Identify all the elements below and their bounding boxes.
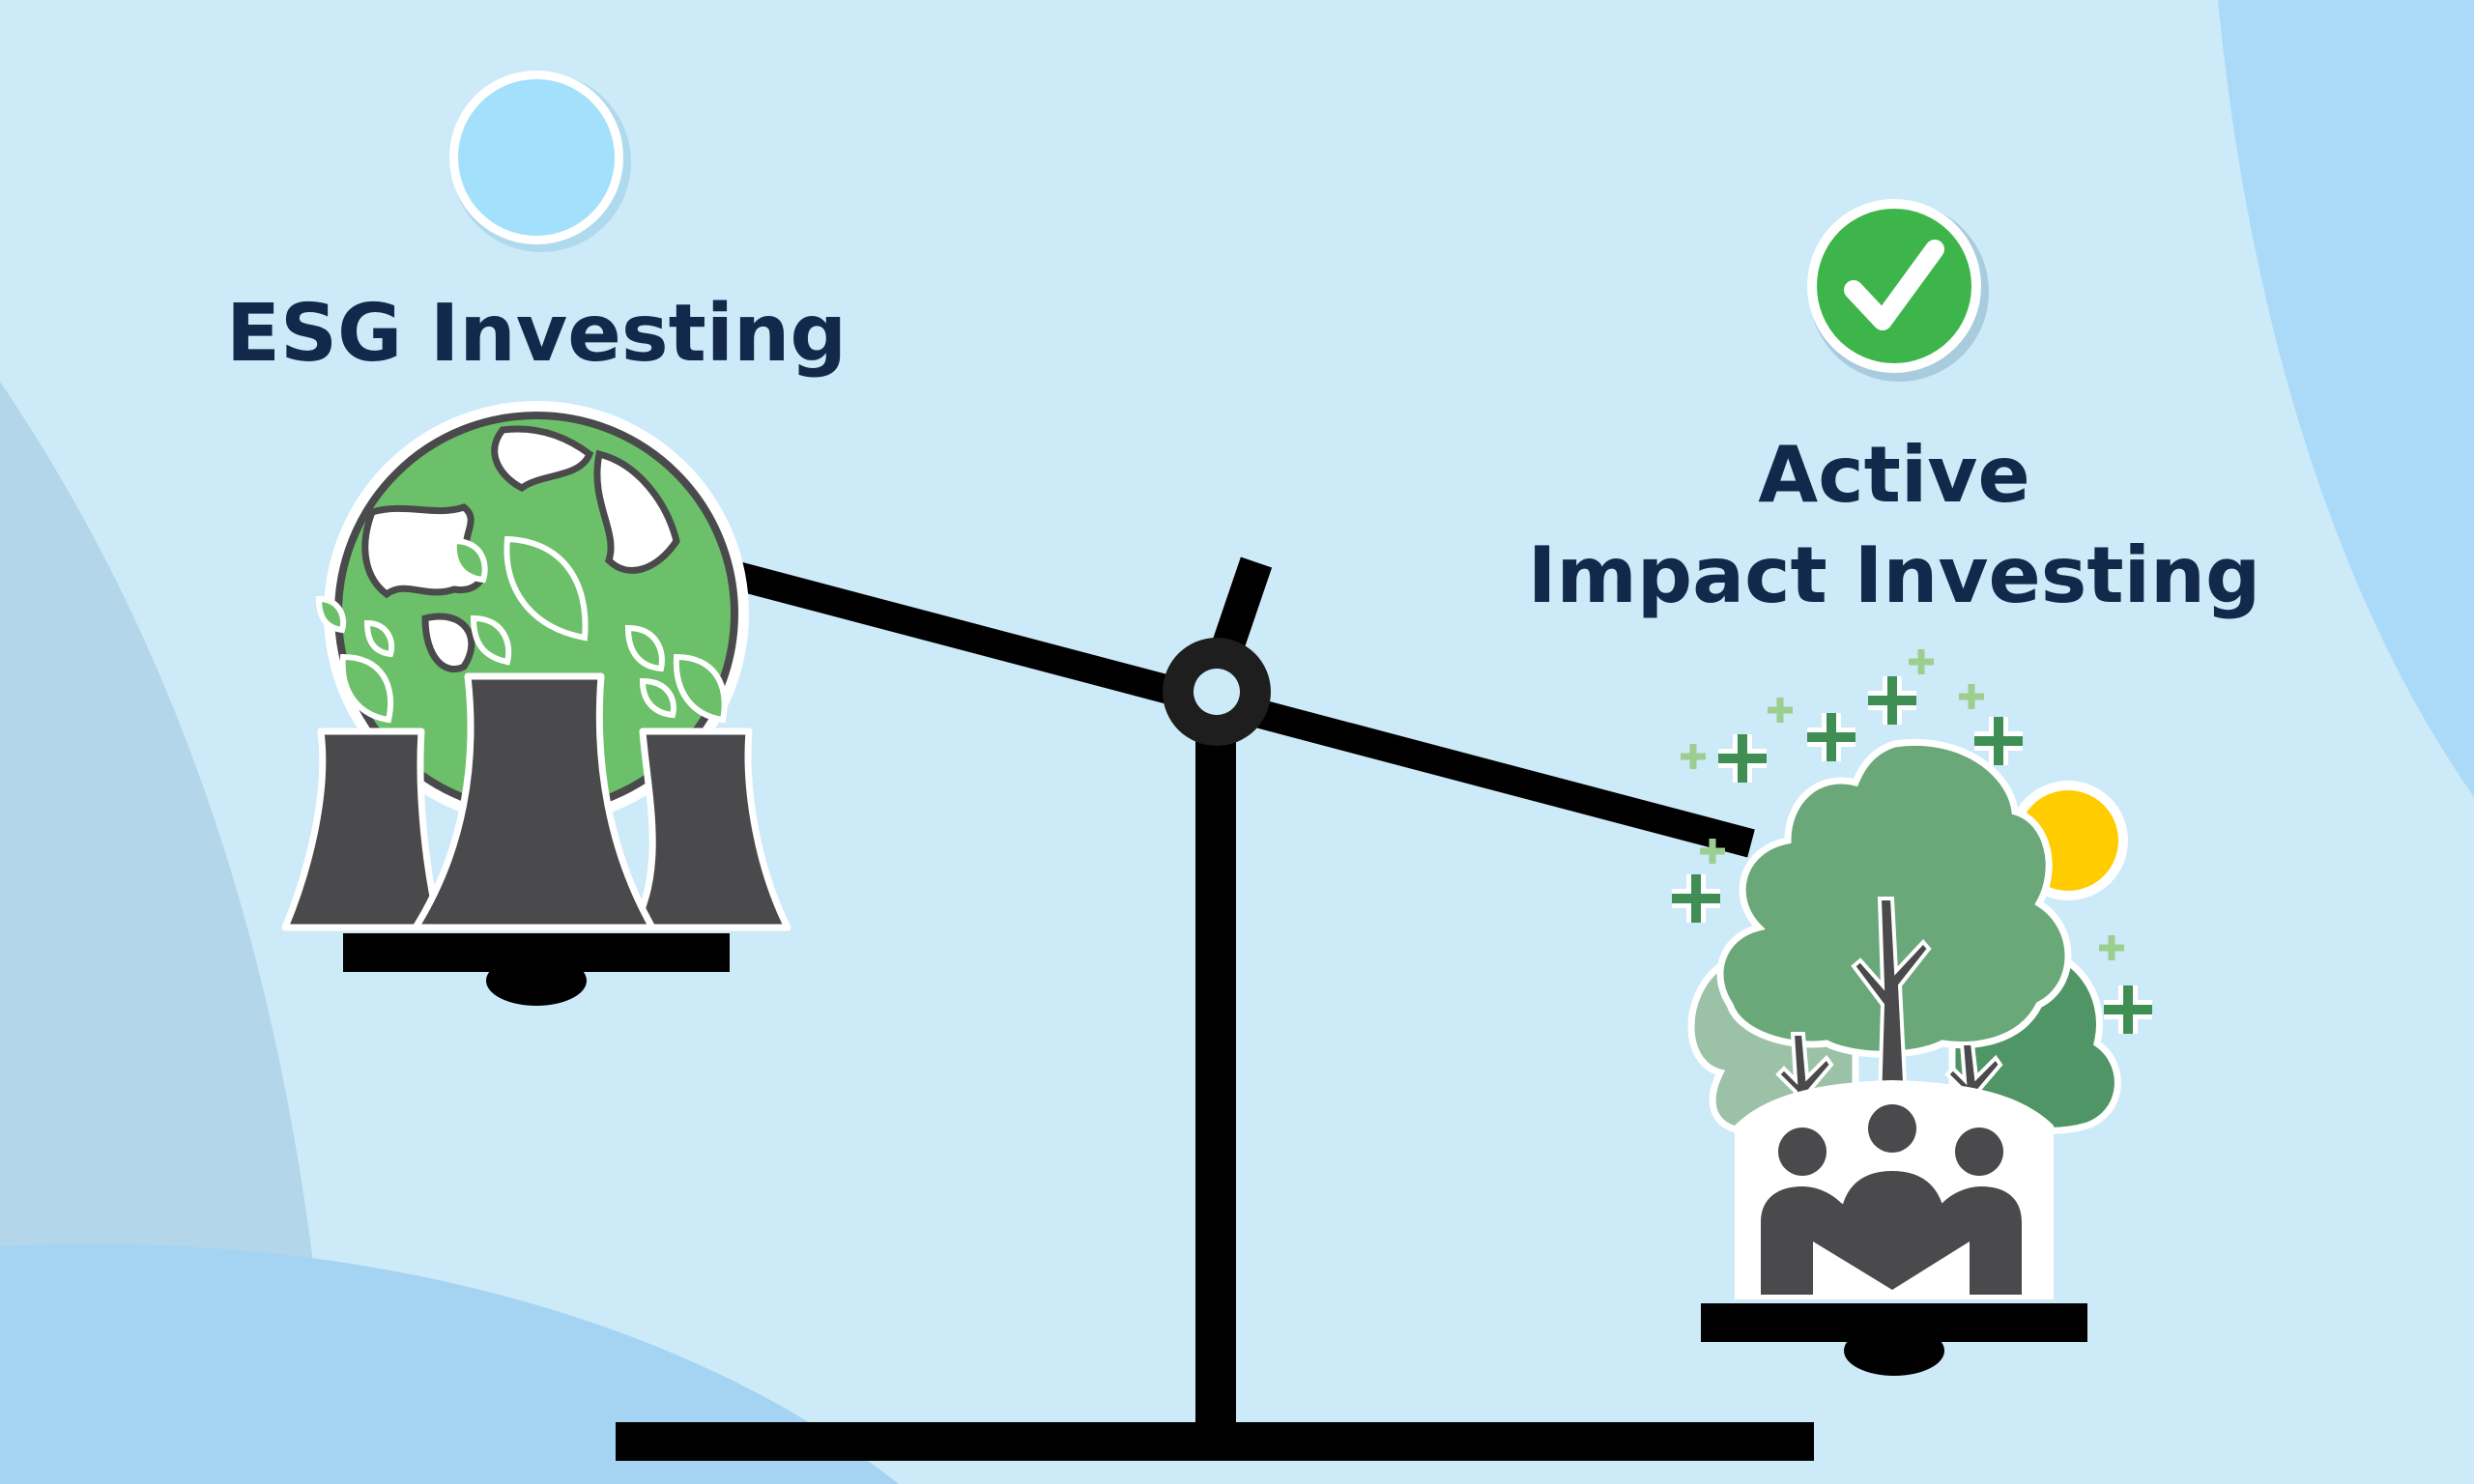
impact-title-line2: Impact Investing <box>1527 530 2261 620</box>
plus-signs <box>1672 649 2152 1034</box>
scale-pivot-hole <box>1194 669 1240 715</box>
balance-scale-icon <box>343 556 2087 1461</box>
impact-title-line1: Active <box>1758 430 2030 520</box>
bg-left-arc <box>0 382 333 1484</box>
checkmark-circle-icon <box>1807 199 1989 382</box>
left-pan-foot <box>486 956 587 1006</box>
scale-pointer <box>1209 556 1273 659</box>
trees-people-icon <box>1672 649 2152 1299</box>
bg-right-arc <box>2218 0 2474 797</box>
empty-circle-icon <box>449 71 631 252</box>
earth-power-plant-icon <box>281 401 791 931</box>
scale-pole <box>1195 739 1236 1430</box>
esg-investing-title: ESG Investing <box>225 288 848 380</box>
active-impact-investing-title: Active Impact Investing <box>1392 425 2397 626</box>
right-pan-foot <box>1844 1326 1944 1376</box>
